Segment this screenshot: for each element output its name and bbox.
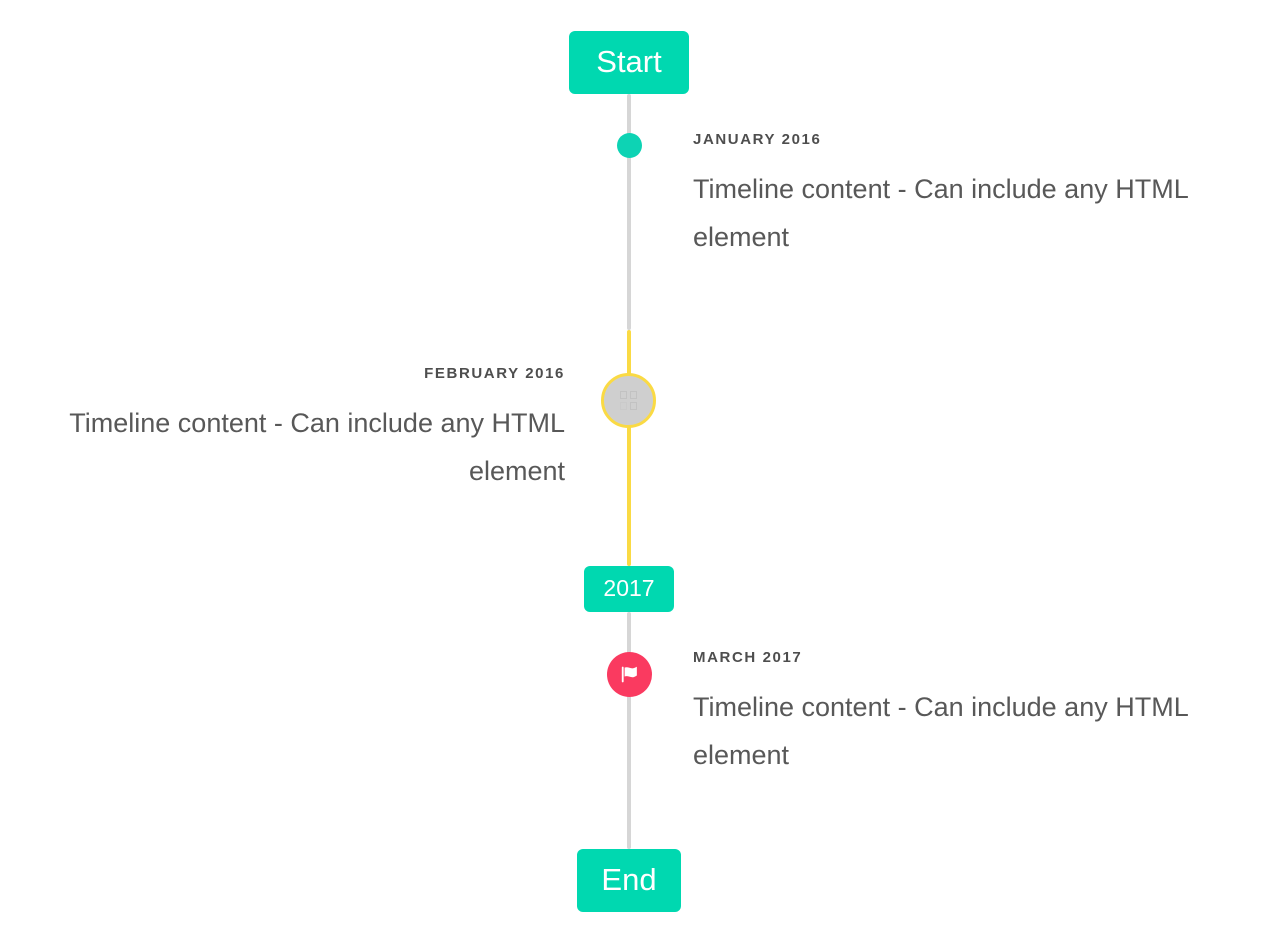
timeline-marker-placeholder-glyph-icon[interactable] xyxy=(601,373,656,428)
timeline-entry-february: FEBRUARY 2016 Timeline content - Can inc… xyxy=(40,366,565,495)
timeline-start-badge[interactable]: Start xyxy=(569,31,689,94)
timeline-axis-line-top xyxy=(627,94,631,330)
timeline-entry-date: FEBRUARY 2016 xyxy=(424,365,565,382)
timeline-entry-march: MARCH 2017 Timeline content - Can includ… xyxy=(693,650,1233,779)
placeholder-glyph-icon xyxy=(620,391,637,410)
timeline-entry-content: Timeline content - Can include any HTML … xyxy=(693,692,1188,771)
timeline-start-label: Start xyxy=(596,43,662,79)
glyph-box-1 xyxy=(620,391,627,399)
timeline-marker-flag-icon[interactable] xyxy=(607,652,652,697)
glyph-box-4 xyxy=(630,402,637,410)
timeline-entry-january: JANUARY 2016 Timeline content - Can incl… xyxy=(693,132,1233,261)
flag-icon xyxy=(621,666,637,683)
timeline-entry-date: JANUARY 2016 xyxy=(693,131,822,148)
timeline-axis-line-highlight xyxy=(627,330,631,566)
timeline-entry-content: Timeline content - Can include any HTML … xyxy=(69,408,565,487)
timeline-entry-content: Timeline content - Can include any HTML … xyxy=(693,174,1188,253)
timeline-year-badge[interactable]: 2017 xyxy=(584,566,674,612)
timeline-axis-line-bottom xyxy=(627,612,631,849)
glyph-box-3 xyxy=(620,402,627,410)
timeline-entry-date: MARCH 2017 xyxy=(693,649,803,666)
timeline-end-label: End xyxy=(601,861,657,897)
timeline-marker-dot-icon[interactable] xyxy=(617,133,642,158)
glyph-box-2 xyxy=(630,391,637,399)
timeline-year-label: 2017 xyxy=(603,574,655,601)
timeline-end-badge[interactable]: End xyxy=(577,849,681,912)
